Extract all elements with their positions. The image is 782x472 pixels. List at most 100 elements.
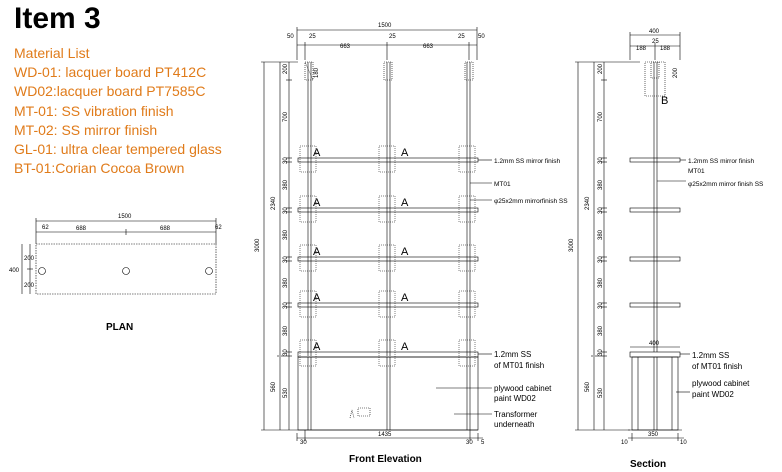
section-detail-box <box>644 61 666 97</box>
plan-caption: PLAN <box>106 322 133 333</box>
section-mark-a: A <box>313 292 321 304</box>
front-dim-base-in: 530 <box>283 387 289 398</box>
section-dim-upper: 2340 <box>585 196 591 210</box>
front-dim-gap-b: 663 <box>423 44 434 50</box>
front-dim-bot-l: 30 <box>300 440 307 446</box>
plan-dim-depth: 400 <box>9 268 20 274</box>
page-title: Item 3 <box>14 2 101 35</box>
section-dim-pole: 25 <box>652 39 659 45</box>
material-item: WD-01: lacquer board PT412C <box>14 64 207 81</box>
plan-dim-edge-right: 62 <box>215 225 222 231</box>
front-note: plywood cabinet <box>494 384 552 393</box>
section-dim-bot-r: 10 <box>680 440 687 446</box>
plan-pole-left <box>38 267 46 275</box>
front-dim-upper: 2340 <box>271 196 277 210</box>
section-mark-b: B <box>661 95 668 107</box>
section-dim-cab-top: 400 <box>649 341 660 347</box>
material-item: MT-01: SS vibration finish <box>14 102 174 119</box>
section-dim-top-t: 200 <box>673 67 679 78</box>
section-caption: Section <box>630 459 666 470</box>
section-dim-half-a: 188 <box>636 46 647 52</box>
front-dim-height: 3000 <box>255 238 261 252</box>
front-note: of MT01 finish <box>494 361 544 370</box>
section-mark-a: A <box>313 246 321 258</box>
front-cabinet <box>297 356 479 431</box>
section-dim-seg: 380 <box>598 277 604 288</box>
section-dim-seg: 380 <box>598 229 604 240</box>
plan-view: 1500 688 688 62 62 400 200 200 PLAN <box>9 214 222 333</box>
front-dim-e4: 25 <box>458 34 465 40</box>
front-cabinet-top <box>297 351 479 358</box>
section-mark-a: A <box>401 341 409 353</box>
section-view: 400 188 188 25 B 200 400 350 10 10 <box>569 29 764 470</box>
section-dim-shelf: 30 <box>598 157 604 164</box>
front-dim-seg: 380 <box>283 179 289 190</box>
material-item: WD02:lacquer board PT7585C <box>14 83 206 100</box>
section-note: plywood cabinet <box>692 379 750 388</box>
plan-dim-total: 1500 <box>118 214 132 220</box>
section-mark-a: A <box>313 197 321 209</box>
front-elevation-caption: Front Elevation <box>349 454 422 465</box>
plan-pole-mid <box>122 267 130 275</box>
section-note: 1.2mm SS mirror finish <box>688 158 754 165</box>
front-shelf-2 <box>297 207 479 213</box>
front-dim-gap-a: 663 <box>340 44 351 50</box>
front-shelf-3 <box>297 256 479 262</box>
section-mark-a: A <box>401 292 409 304</box>
plan-outline <box>35 243 217 295</box>
front-dim-top-t: 180 <box>314 67 320 78</box>
section-dim-seg: 380 <box>598 179 604 190</box>
front-dim-seg-top: 700 <box>283 111 289 122</box>
section-dim-base-in: 530 <box>598 387 604 398</box>
plan-dim-half-b: 200 <box>24 283 35 289</box>
material-item: BT-01:Corian Cocoa Brown <box>14 160 185 177</box>
section-dim-shelf: 30 <box>598 207 604 214</box>
section-dim-base: 560 <box>585 381 591 392</box>
plan-dim-right: 688 <box>160 226 171 232</box>
front-dim-seg: 380 <box>283 277 289 288</box>
front-note: 1.2mm SS <box>494 350 531 359</box>
section-dim-half-b: 188 <box>660 46 671 52</box>
section-dim-top: 400 <box>649 29 660 35</box>
front-dim-e2: 25 <box>309 34 316 40</box>
front-dim-seg: 380 <box>283 229 289 240</box>
plan-dim-half-a: 200 <box>24 256 35 262</box>
section-note: of MT01 finish <box>692 362 742 371</box>
front-note: 1.2mm SS mirror finish <box>494 158 560 165</box>
material-list-heading: Material List <box>14 45 90 61</box>
section-note: paint WD02 <box>692 390 734 399</box>
section-shelf-3 <box>629 256 681 262</box>
section-shelf-1 <box>629 157 681 163</box>
section-dim-bot-l: 10 <box>621 440 628 446</box>
plan-dim-left: 688 <box>76 226 87 232</box>
front-dim-shelf: 30 <box>283 207 289 214</box>
material-item: GL-01: ultra clear tempered glass <box>14 141 222 158</box>
section-dim-shelf: 30 <box>598 349 604 356</box>
section-dim-seg: 380 <box>598 325 604 336</box>
front-dim-bottom: 1435 <box>378 432 392 438</box>
front-dim-shelf: 30 <box>283 302 289 309</box>
front-dim-bot-e: 5 <box>481 440 485 446</box>
front-note: Transformer <box>494 410 538 419</box>
section-note: MT01 <box>688 168 705 175</box>
front-shelf-1 <box>297 157 479 163</box>
section-mark-a: A <box>313 341 321 353</box>
front-note: φ25x2mm mirrorfinish SS <box>494 198 568 205</box>
plan-pole-right <box>205 267 213 275</box>
front-dim-e1: 50 <box>287 34 294 40</box>
section-shelf-4 <box>629 302 681 308</box>
front-dim-e3: 25 <box>389 34 396 40</box>
section-dim-shelf: 30 <box>598 302 604 309</box>
front-dim-shelf: 30 <box>283 349 289 356</box>
section-note: φ25x2mm mirror finish SS <box>688 181 764 188</box>
front-dim-base: 560 <box>271 381 277 392</box>
section-cabinet <box>631 356 679 431</box>
section-dim-shelf: 30 <box>598 256 604 263</box>
front-dim-top-s: 200 <box>283 63 289 74</box>
front-note: underneath <box>494 420 534 429</box>
front-dim-e5: 50 <box>478 34 485 40</box>
transformer-outline <box>357 407 371 417</box>
front-dim-shelf: 30 <box>283 256 289 263</box>
section-mark-a: A <box>401 246 409 258</box>
